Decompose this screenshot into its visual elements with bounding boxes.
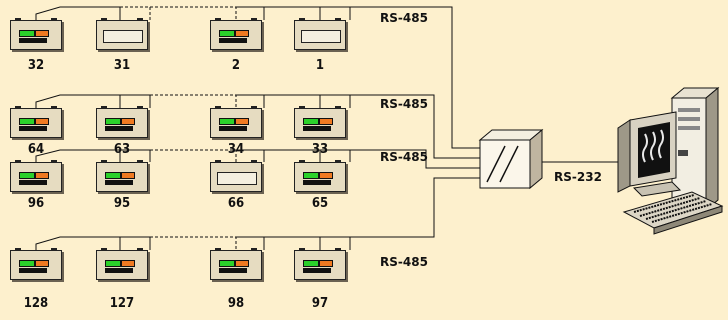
device-number: 34 xyxy=(227,142,245,157)
device-number: 31 xyxy=(113,58,131,73)
lcd-display xyxy=(105,180,133,185)
bus-label: RS-485 xyxy=(380,97,428,111)
green-indicator xyxy=(303,118,319,125)
lcd-display xyxy=(19,180,47,185)
green-indicator xyxy=(219,260,235,267)
bus-row-4 xyxy=(35,177,480,250)
bus-row-3 xyxy=(35,149,480,169)
orange-indicator xyxy=(35,30,49,37)
device-127 xyxy=(94,248,150,282)
lcd-display xyxy=(219,126,247,131)
blank-panel xyxy=(301,30,341,43)
lcd-display xyxy=(219,38,247,43)
blank-panel xyxy=(103,30,143,43)
device-98 xyxy=(208,248,264,282)
green-indicator xyxy=(19,118,35,125)
green-indicator xyxy=(303,172,319,179)
device-32 xyxy=(8,18,64,52)
device-number: 127 xyxy=(109,296,135,311)
orange-indicator xyxy=(121,118,135,125)
device-65 xyxy=(292,160,348,194)
lcd-display xyxy=(303,126,331,131)
blank-panel xyxy=(217,172,257,185)
device-95 xyxy=(94,160,150,194)
green-indicator xyxy=(219,118,235,125)
device-31 xyxy=(94,18,150,52)
device-number: 96 xyxy=(27,196,45,211)
device-number: 63 xyxy=(113,142,131,157)
lcd-display xyxy=(219,268,247,273)
device-33 xyxy=(292,106,348,140)
device-97 xyxy=(292,248,348,282)
bus-label: RS-485 xyxy=(380,255,428,269)
device-number: 32 xyxy=(27,58,45,73)
bus-label: RS-485 xyxy=(380,11,428,25)
device-1 xyxy=(292,18,348,52)
device-number: 1 xyxy=(315,58,325,73)
lcd-display xyxy=(303,180,331,185)
lcd-display xyxy=(105,126,133,131)
lcd-display xyxy=(303,268,331,273)
device-number: 64 xyxy=(27,142,45,157)
bus-row-2 xyxy=(35,94,480,159)
green-indicator xyxy=(105,172,121,179)
device-66 xyxy=(208,160,264,194)
bus-row-1 xyxy=(35,6,480,149)
orange-indicator xyxy=(319,172,333,179)
orange-indicator xyxy=(319,260,333,267)
lcd-display xyxy=(19,38,47,43)
lcd-display xyxy=(105,268,133,273)
green-indicator xyxy=(19,30,35,37)
orange-indicator xyxy=(235,260,249,267)
orange-indicator xyxy=(35,172,49,179)
device-number: 2 xyxy=(231,58,241,73)
monitor-icon xyxy=(617,111,682,197)
keyboard-icon xyxy=(622,191,724,235)
green-indicator xyxy=(105,260,121,267)
device-number: 65 xyxy=(311,196,329,211)
device-number: 66 xyxy=(227,196,245,211)
orange-indicator xyxy=(35,260,49,267)
lcd-display xyxy=(19,126,47,131)
orange-indicator xyxy=(121,172,135,179)
green-indicator xyxy=(219,30,235,37)
device-34 xyxy=(208,106,264,140)
device-128 xyxy=(8,248,64,282)
green-indicator xyxy=(303,260,319,267)
device-number: 98 xyxy=(227,296,245,311)
device-96 xyxy=(8,160,64,194)
device-number: 97 xyxy=(311,296,329,311)
device-number: 95 xyxy=(113,196,131,211)
device-63 xyxy=(94,106,150,140)
green-indicator xyxy=(19,172,35,179)
device-number: 33 xyxy=(311,142,329,157)
orange-indicator xyxy=(235,30,249,37)
orange-indicator xyxy=(121,260,135,267)
orange-indicator xyxy=(319,118,333,125)
green-indicator xyxy=(105,118,121,125)
converter-icon xyxy=(478,128,544,190)
bus-label: RS-485 xyxy=(380,150,428,164)
orange-indicator xyxy=(35,118,49,125)
lcd-display xyxy=(19,268,47,273)
orange-indicator xyxy=(235,118,249,125)
device-number: 128 xyxy=(23,296,49,311)
device-64 xyxy=(8,106,64,140)
green-indicator xyxy=(19,260,35,267)
device-2 xyxy=(208,18,264,52)
rs232-label: RS-232 xyxy=(554,170,602,184)
computer-icon xyxy=(617,86,724,235)
